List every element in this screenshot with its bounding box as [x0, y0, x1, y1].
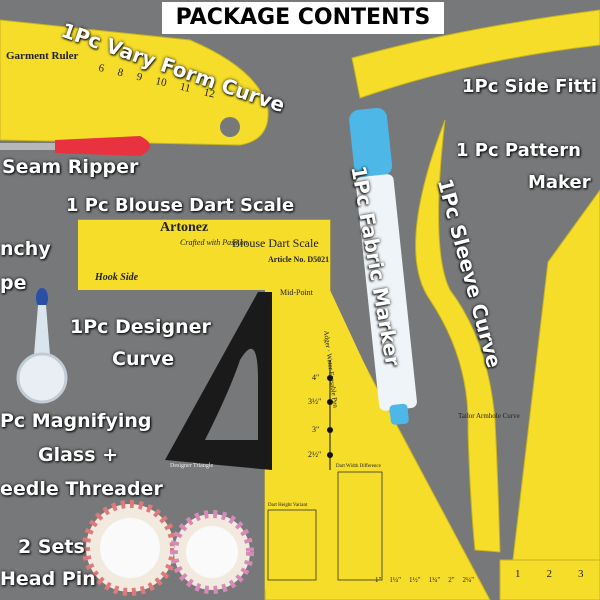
- head-pin-set-1: [82, 500, 178, 596]
- pattern-maker-base: [499, 559, 600, 600]
- label-designer-curve-1: 1Pc Designer: [70, 316, 211, 338]
- label-magnifier-1: Pc Magnifying: [0, 410, 152, 432]
- ruler-number: 6: [97, 62, 106, 75]
- seam-ripper-handle: [55, 136, 150, 156]
- bottom-scale-tick: 2¼": [462, 576, 475, 584]
- maker-scale-number: 1: [515, 568, 521, 580]
- designer-curve-cutout: [205, 348, 258, 440]
- label-magnifier-2: Glass +: [38, 444, 119, 466]
- bottom-scale: 1" 1¼" 1½" 1¾" 2" 2¼": [375, 576, 474, 584]
- dart-height-header: Dart Height Variant: [268, 503, 308, 508]
- page-title: PACKAGE CONTENTS: [162, 2, 444, 34]
- bottom-scale-tick: 1": [375, 576, 382, 584]
- magnifier-neck: [34, 305, 50, 355]
- brand-logo: Artonez: [160, 220, 209, 235]
- bottom-scale-tick: 1¾": [428, 576, 441, 584]
- dart-mark-3: 3": [312, 425, 320, 434]
- label-inchy-1: nchy: [0, 238, 51, 260]
- label-pattern-maker-2: Maker: [528, 172, 591, 193]
- ruler-number: 9: [135, 70, 144, 84]
- label-inchy-2: pe: [0, 272, 27, 294]
- bottom-scale-tick: 1½": [408, 576, 421, 584]
- label-blouse-dart-scale: 1 Pc Blouse Dart Scale: [66, 195, 295, 216]
- bottom-scale-tick: 1¼": [389, 576, 401, 584]
- label-head-pin-2: Head Pin: [0, 568, 96, 590]
- bottom-scale-tick: 2": [448, 576, 455, 584]
- head-pin-set-2: [170, 510, 254, 594]
- magnifier-lens: [16, 352, 68, 404]
- sleeve-printed-text: Tailor Armhole Curve: [458, 412, 520, 420]
- label-side-fitting: 1Pc Side Fitti: [462, 76, 597, 97]
- article-number: Article No. D5021: [268, 255, 330, 264]
- label-pattern-maker-1: 1 Pc Pattern: [456, 140, 581, 161]
- fabric-marker: [349, 107, 417, 425]
- label-seam-ripper: Seam Ripper: [2, 156, 139, 178]
- dart-mark-4: 4": [312, 373, 320, 382]
- maker-scale-number: 3: [578, 568, 584, 580]
- maker-scale: 1 2 3: [515, 568, 584, 580]
- dart-width-header: Dart Width Difference: [336, 464, 381, 469]
- brand-tagline: Crafted with Passion: [180, 238, 248, 247]
- ruler-number: 8: [116, 66, 125, 80]
- maker-scale-number: 2: [546, 568, 553, 580]
- label-magnifier-3: eedle Threader: [0, 478, 163, 500]
- seam-ripper-blade: [0, 143, 60, 150]
- vary-form-curve-ruler: [0, 19, 269, 146]
- label-head-pin-1: 2 Sets: [18, 536, 85, 558]
- hook-side-text: Hook Side: [95, 272, 139, 283]
- garment-ruler-text: Garment Ruler: [6, 50, 79, 62]
- mid-point-text: Mid-Point: [280, 288, 313, 297]
- dart-marks: [327, 360, 333, 470]
- dart-width-table: [337, 471, 383, 581]
- side-fitting-ruler: [351, 9, 600, 99]
- sleeve-curve-ruler: [415, 119, 501, 553]
- dart-mark-2-5: 2½": [308, 450, 322, 459]
- blouse-scale-title: Blouse Dart Scale: [232, 236, 319, 250]
- designer-triangle-text: Designer Triangle: [170, 463, 214, 469]
- dart-height-table: [267, 509, 317, 581]
- dart-scale-header: [78, 220, 330, 290]
- ruler-hole: [220, 117, 240, 137]
- label-designer-curve-2: Curve: [112, 348, 175, 370]
- threader-tip: [36, 288, 48, 308]
- dart-mark-3-5: 3½": [308, 397, 322, 406]
